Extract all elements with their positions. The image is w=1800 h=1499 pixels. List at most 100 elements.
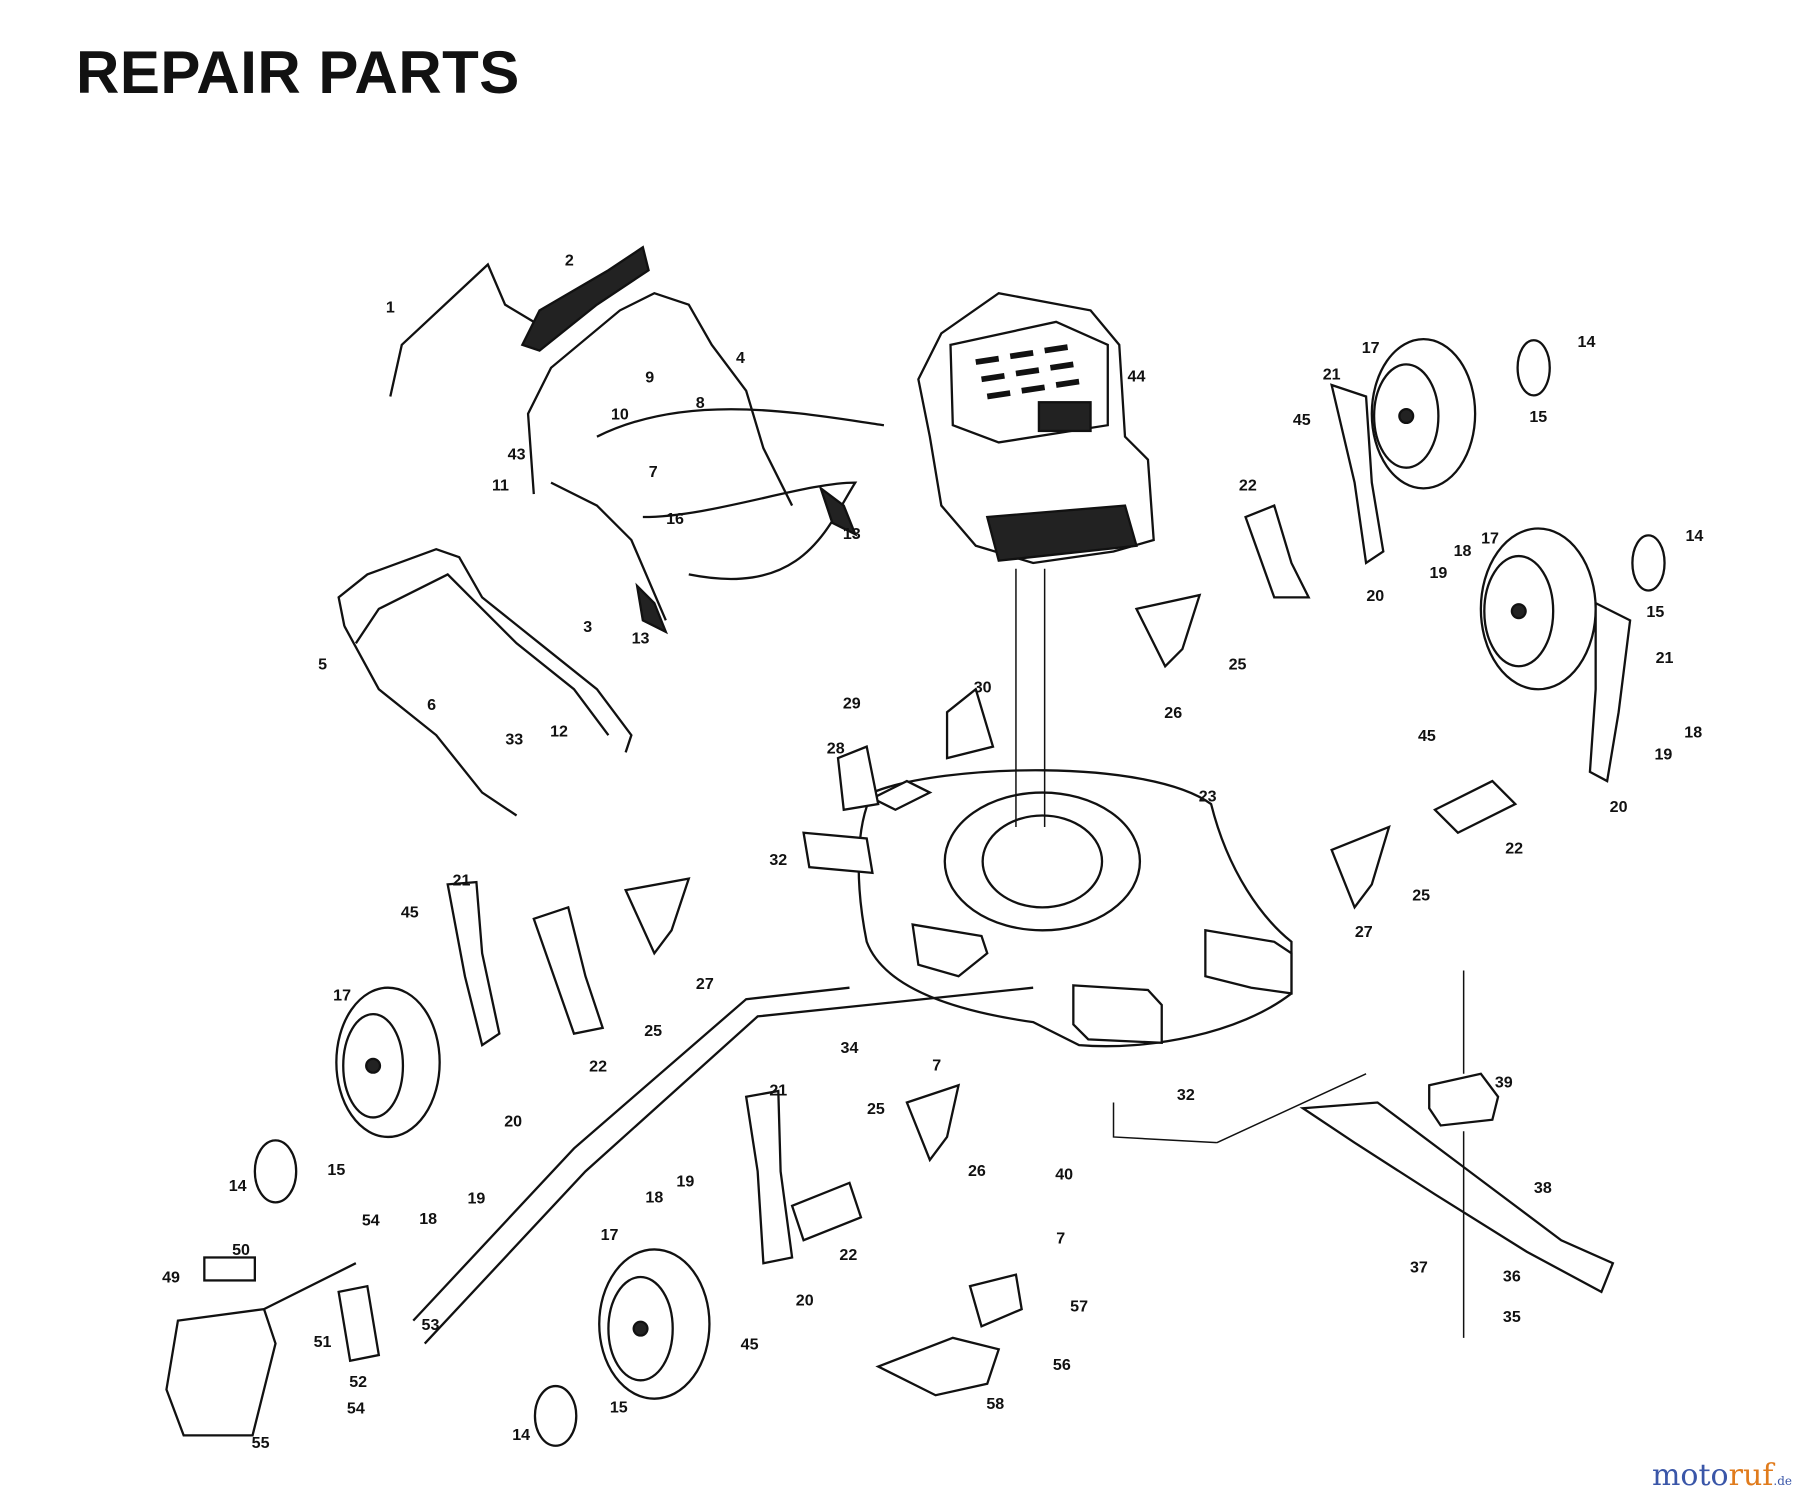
part-number-label: 49: [162, 1269, 180, 1287]
part-number-label: 7: [649, 463, 658, 481]
part-number-label: 17: [601, 1226, 619, 1244]
part-number-label: 39: [1495, 1074, 1513, 1092]
mower-deck: [802, 769, 1293, 1048]
part-number-label: 11: [492, 477, 509, 495]
part-number-label: 19: [1429, 564, 1447, 582]
part-number-label: 54: [347, 1400, 365, 1418]
part-number-label: 21: [1323, 365, 1341, 383]
part-number-label: 36: [1503, 1268, 1521, 1286]
part-number-label: 43: [508, 446, 526, 464]
wheels: [253, 337, 1666, 1447]
part-number-label: 58: [986, 1395, 1004, 1413]
part-number-label: 51: [314, 1333, 332, 1351]
part-number-label: 21: [1656, 649, 1674, 667]
part-number-label: 21: [769, 1082, 787, 1100]
part-number-label: 16: [666, 510, 684, 528]
part-number-label: 26: [1164, 704, 1182, 722]
height-adjusters: [446, 383, 1632, 1265]
part-number-label: 3: [583, 618, 592, 636]
watermark-logo: motoruf.de: [1652, 1458, 1792, 1493]
part-number-label: 22: [1239, 477, 1257, 495]
part-number-label: 5: [318, 656, 327, 674]
part-number-label: 14: [1578, 333, 1596, 351]
part-number-label: 25: [644, 1022, 662, 1040]
part-number-label: 1: [386, 299, 395, 317]
part-number-label: 34: [841, 1039, 859, 1057]
part-number-label: 6: [427, 696, 436, 714]
part-number-label: 10: [611, 405, 629, 423]
part-number-label: 40: [1055, 1165, 1073, 1183]
part-number-label: 15: [327, 1161, 345, 1179]
part-number-label: 19: [1654, 745, 1672, 763]
part-number-label: 22: [839, 1246, 857, 1264]
page-title: REPAIR PARTS: [76, 39, 520, 106]
part-number-label: 15: [610, 1398, 628, 1416]
part-number-label: 20: [796, 1292, 814, 1310]
part-number-label: 12: [550, 722, 568, 740]
part-number-label: 15: [1529, 408, 1547, 426]
part-number-label: 20: [504, 1113, 522, 1131]
blade: [1112, 970, 1615, 1338]
part-number-label: 20: [1366, 587, 1384, 605]
part-number-label: 22: [1505, 839, 1523, 857]
part-number-label: 21: [453, 872, 471, 890]
part-number-label: 30: [974, 679, 992, 697]
part-number-label: 18: [645, 1188, 663, 1206]
part-number-label: 45: [1293, 411, 1311, 429]
part-number-label: 23: [1199, 788, 1217, 806]
part-number-label: 13: [843, 525, 861, 543]
part-number-label: 57: [1070, 1297, 1088, 1315]
part-number-label: 53: [422, 1316, 440, 1334]
part-number-label: 17: [333, 986, 351, 1004]
part-number-label: 7: [1056, 1230, 1065, 1248]
part-number-label: 4: [736, 349, 745, 367]
part-number-label: 7: [932, 1056, 941, 1074]
part-number-label: 45: [741, 1335, 759, 1353]
part-number-label: 54: [362, 1211, 380, 1229]
part-number-label: 55: [252, 1434, 270, 1452]
part-number-label: 17: [1481, 529, 1499, 547]
part-number-label: 50: [232, 1241, 250, 1259]
part-number-label: 14: [1685, 527, 1703, 545]
part-number-label: 18: [1684, 723, 1702, 741]
part-number-label: 2: [565, 252, 574, 270]
part-number-label: 22: [589, 1058, 607, 1076]
part-number-label: 15: [1646, 603, 1664, 621]
part-number-label: 20: [1610, 798, 1628, 816]
part-number-label: 45: [401, 904, 419, 922]
watermark-suffix: .de: [1773, 1474, 1792, 1488]
part-number-label: 17: [1362, 339, 1380, 357]
part-number-label: 56: [1053, 1356, 1071, 1374]
part-number-label: 45: [1418, 727, 1436, 745]
part-number-label: 28: [827, 740, 845, 758]
part-number-label: 25: [1412, 886, 1430, 904]
watermark-main: moto: [1651, 1458, 1729, 1493]
discharge-door: [165, 986, 1034, 1437]
part-number-label: 14: [229, 1177, 247, 1195]
part-number-label: 18: [419, 1210, 437, 1228]
part-number-label: 19: [467, 1190, 485, 1208]
watermark-accent: ruf: [1728, 1458, 1774, 1493]
part-number-label: 33: [505, 730, 523, 748]
part-number-label: 25: [1229, 656, 1247, 674]
part-number-label: 32: [1177, 1086, 1195, 1104]
part-number-label: 29: [843, 695, 861, 713]
part-number-label: 27: [1355, 923, 1373, 941]
part-number-label: 19: [676, 1172, 694, 1190]
engine: [917, 291, 1155, 827]
part-number-label: 18: [1454, 542, 1472, 560]
part-number-label: 35: [1503, 1308, 1521, 1326]
part-number-label: 27: [696, 975, 714, 993]
part-number-label: 38: [1534, 1179, 1552, 1197]
part-number-label: 8: [696, 394, 705, 412]
part-number-label: 44: [1128, 368, 1146, 386]
part-number-label: 52: [349, 1373, 367, 1391]
part-number-label: 37: [1410, 1258, 1428, 1276]
bag-frame: [337, 547, 633, 817]
part-number-label: 14: [512, 1426, 530, 1444]
part-number-label: 26: [968, 1162, 986, 1180]
handle-assembly: [389, 245, 885, 635]
part-number-label: 25: [867, 1100, 885, 1118]
